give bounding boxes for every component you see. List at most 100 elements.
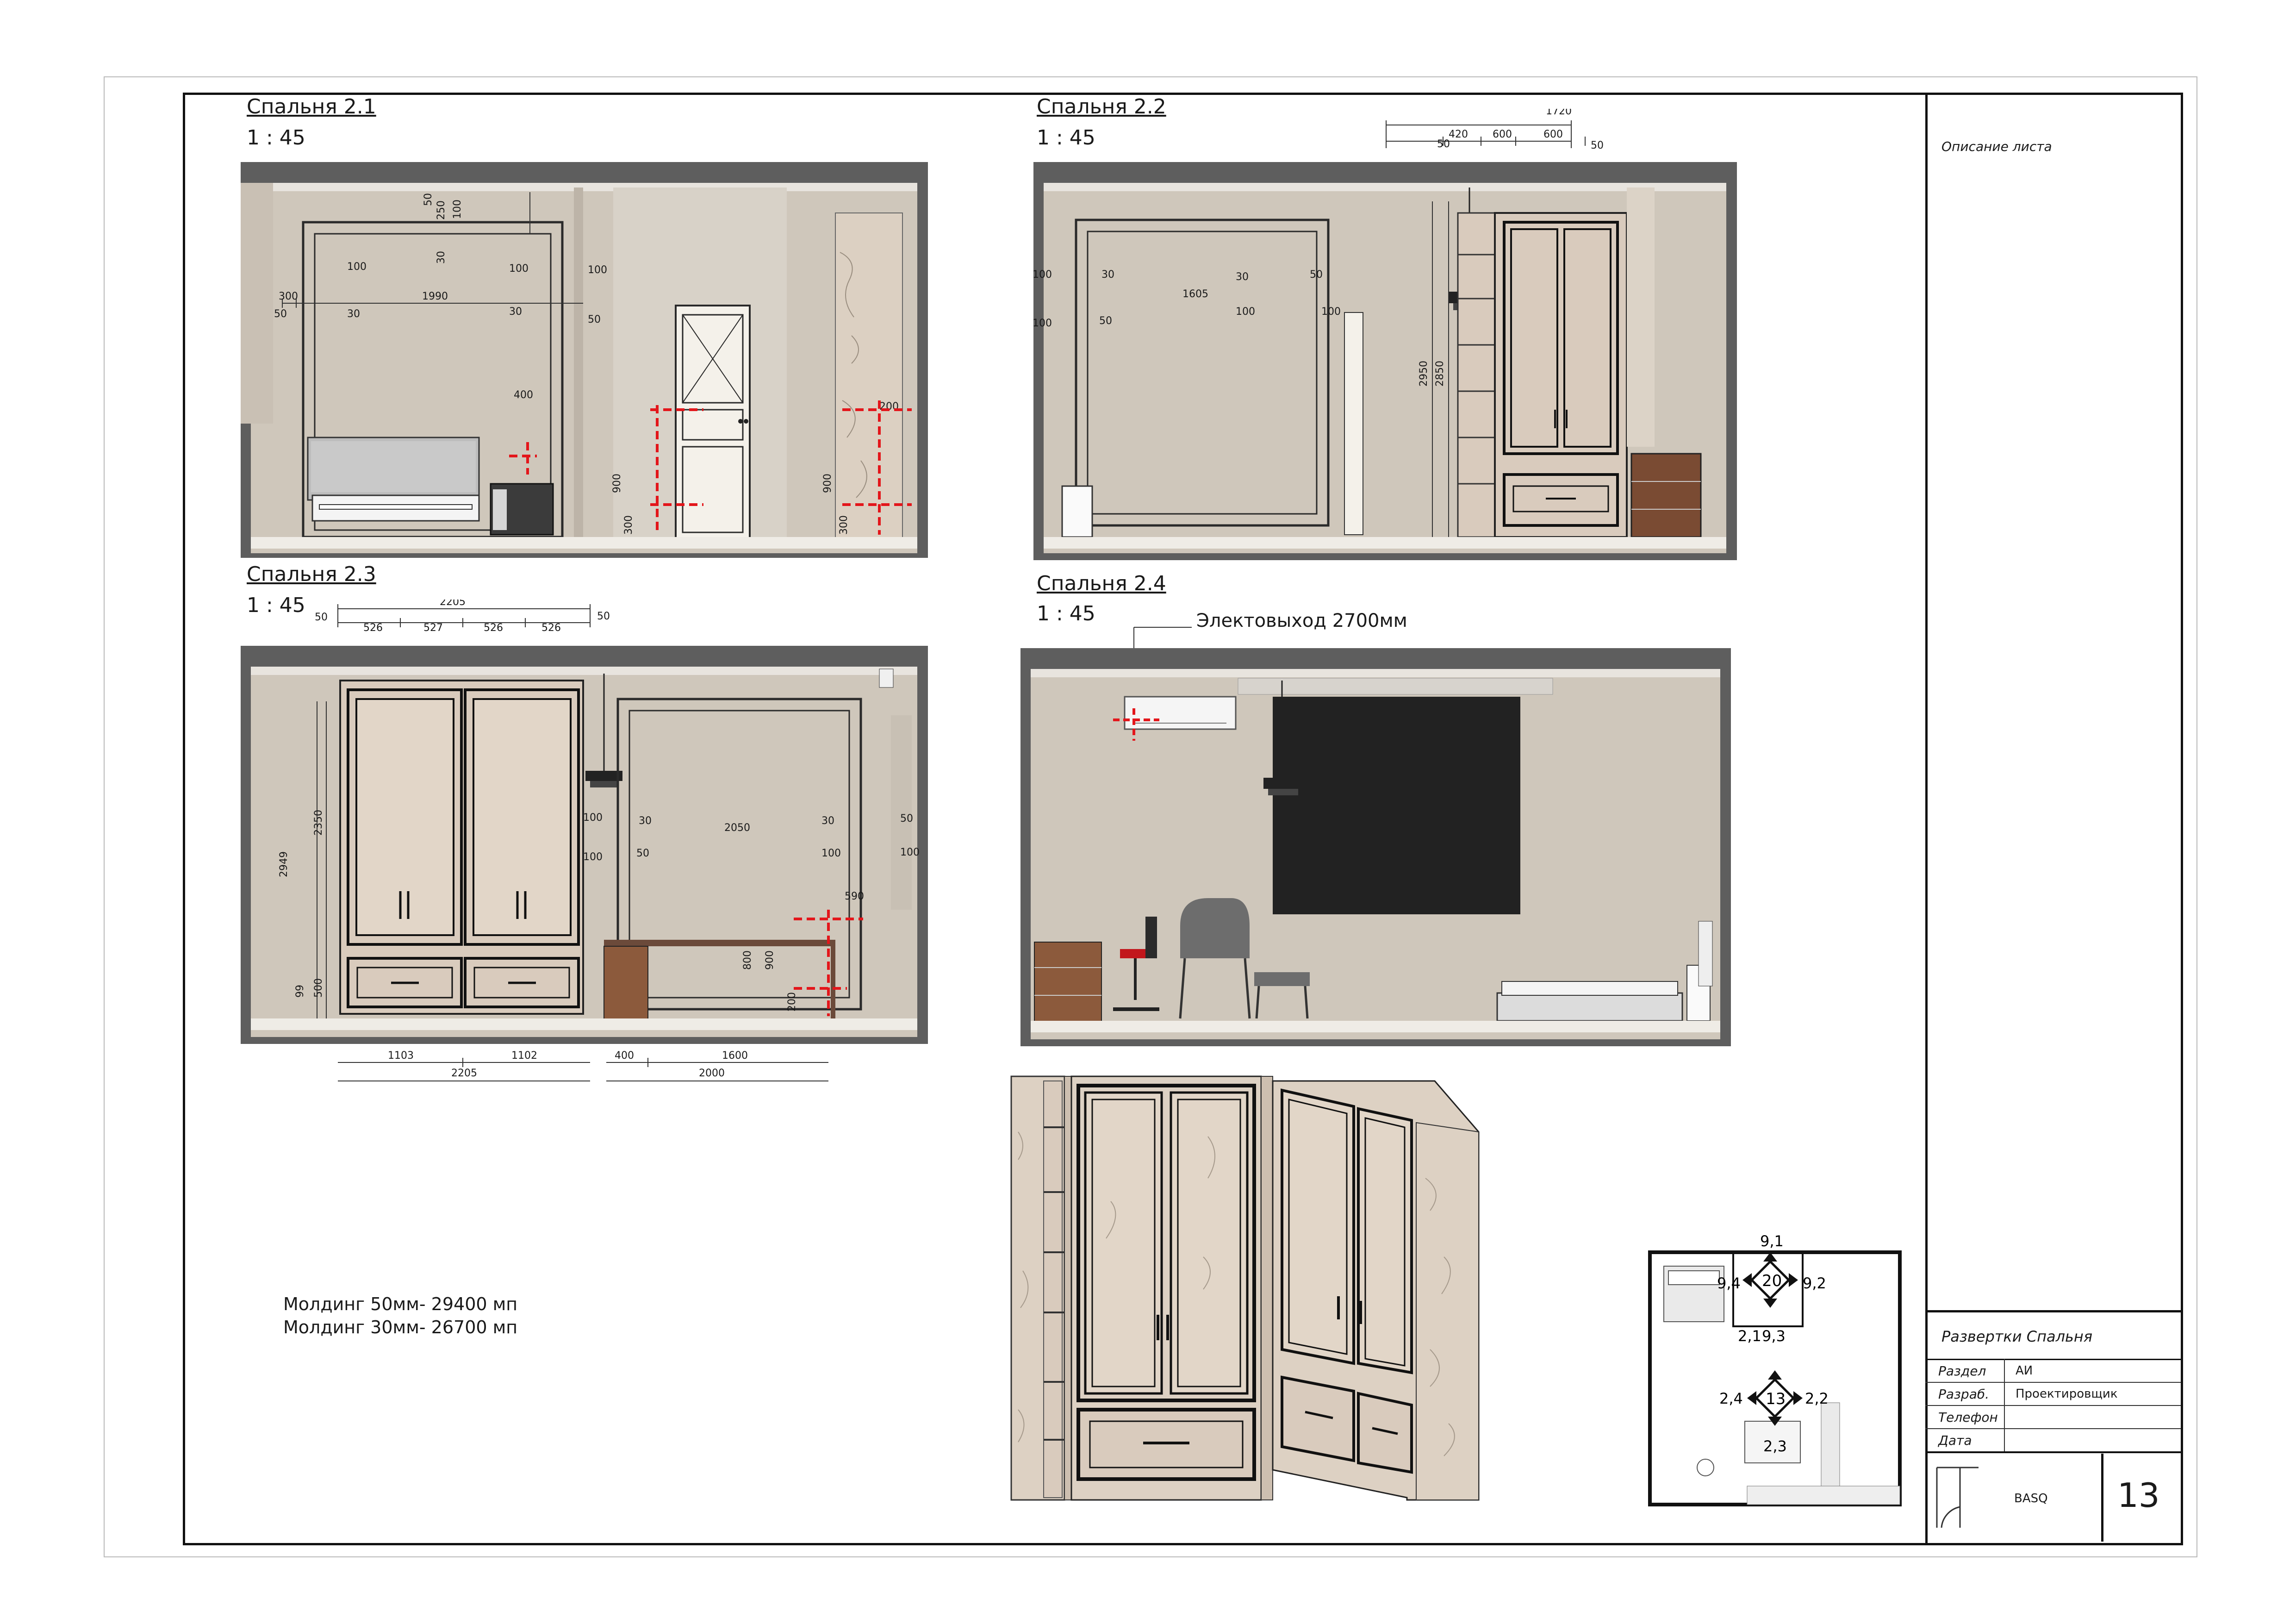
dim-100: 100 [1033, 318, 1052, 329]
title-block-rows: Раздел АИ Разраб. Проектировщик Телефон … [1925, 1359, 2181, 1453]
row-date: Дата [1925, 1428, 2181, 1453]
keyplan-label-2-4: 2,4 [1719, 1390, 1743, 1407]
key-plan: 9,1 9,4 20 9,2 2,1 9,3 2,4 13 2,2 2,3 [1648, 1232, 1902, 1506]
view-title-2-1: Спальня 2.1 [247, 95, 376, 119]
dim-100: 100 [452, 200, 463, 219]
keyplan-label-2-3: 2,3 [1763, 1437, 1787, 1455]
dim-300: 300 [838, 515, 850, 535]
sheet-number-divider [2101, 1454, 2103, 1542]
dim-2205: 2205 [451, 1068, 477, 1079]
dim-300: 300 [279, 291, 298, 302]
dim-2949: 2949 [278, 851, 290, 877]
dim-250: 250 [436, 200, 447, 220]
dim-50: 50 [900, 813, 913, 824]
drawing-frame [183, 93, 2183, 1545]
dim-100: 100 [509, 263, 529, 275]
dim-50: 50 [315, 612, 328, 623]
row-divider [2004, 1382, 2005, 1405]
dim-50: 50 [636, 848, 649, 859]
row-value: Проектировщик [2016, 1387, 2118, 1401]
row-value: АИ [2016, 1364, 2033, 1378]
dim-526: 526 [484, 622, 503, 634]
dim-50: 50 [423, 193, 434, 206]
view-title-2-4: Спальня 2.4 [1037, 572, 1166, 595]
keyplan-label-2-2: 2,2 [1805, 1390, 1829, 1407]
dim-100: 100 [583, 851, 603, 863]
keyplan-label-9-2: 9,2 [1803, 1274, 1826, 1292]
keyplan-label-2-1: 2,1 [1738, 1327, 1761, 1345]
sheet-number: 13 [2117, 1476, 2160, 1515]
dim-1103: 1103 [388, 1050, 414, 1062]
corner-wardrobe-3d [1010, 1075, 1480, 1501]
dim-527: 527 [423, 622, 443, 634]
title-block [1925, 1310, 2181, 1543]
dim-30: 30 [347, 308, 360, 320]
dim-50: 50 [274, 308, 287, 320]
dim-30: 30 [639, 815, 652, 827]
dim-2850: 2850 [1434, 361, 1446, 387]
dim-50: 50 [1437, 138, 1450, 150]
dim-400: 400 [615, 1050, 634, 1062]
title-block-rule [1925, 1359, 2181, 1360]
row-label: Телефон [1938, 1410, 1998, 1425]
dim-1990: 1990 [422, 291, 448, 302]
keyplan-label-9-4: 9,4 [1717, 1274, 1741, 1292]
dim-100: 100 [347, 261, 367, 273]
dim-526: 526 [541, 622, 561, 634]
logo-text: BASQ [2014, 1492, 2048, 1505]
title-block-divider [1925, 93, 1928, 1543]
dim-500: 500 [313, 978, 324, 998]
dim-1600: 1600 [722, 1050, 748, 1062]
view-scale-2-2: 1 : 45 [1037, 126, 1095, 150]
dim-50: 50 [588, 314, 601, 325]
dim-99: 99 [294, 985, 306, 998]
dim-600: 600 [1543, 129, 1563, 140]
dim-30: 30 [821, 815, 834, 827]
view-title-2-3: Спальня 2.3 [247, 562, 376, 586]
elevation-2-3: 2205 50 50 526 527 526 526 2949 2350 99 … [241, 600, 928, 1081]
dim-50: 50 [597, 611, 610, 622]
dim-600: 600 [1493, 129, 1512, 140]
dim-420: 420 [1449, 129, 1468, 140]
dim-100: 100 [583, 812, 603, 824]
row-section: Раздел АИ [1925, 1359, 2181, 1383]
row-divider [2004, 1359, 2005, 1382]
dim-1605: 1605 [1182, 288, 1208, 300]
dim-100: 100 [1321, 306, 1341, 318]
dim-50: 50 [1591, 140, 1604, 151]
elevation-2-4 [1020, 627, 1731, 1046]
dim-100: 100 [1033, 269, 1052, 281]
dim-2205: 2205 [440, 600, 466, 608]
dim-200: 200 [786, 992, 798, 1012]
row-divider [2004, 1405, 2005, 1428]
dim-100: 100 [821, 848, 841, 859]
dim-50: 50 [1099, 315, 1112, 327]
dim-30: 30 [509, 306, 522, 318]
dim-900: 900 [611, 474, 623, 493]
elevation-2-2: 1720 50 420 600 600 50 1605 100 100 30 5… [1033, 109, 1737, 560]
view-scale-2-4: 1 : 45 [1037, 602, 1095, 625]
dim-2350: 2350 [313, 810, 324, 836]
dim-50: 50 [1310, 269, 1323, 281]
dim-526: 526 [363, 622, 383, 634]
dim-30: 30 [436, 251, 447, 264]
row-phone: Телефон [1925, 1405, 2181, 1429]
row-label: Разраб. [1938, 1387, 1990, 1402]
view-scale-2-3: 1 : 45 [247, 593, 305, 617]
keyplan-label-9-1: 9,1 [1760, 1232, 1784, 1250]
keyplan-label-9-3: 9,3 [1762, 1327, 1786, 1345]
basq-logo-icon [1936, 1467, 1979, 1528]
molding-note-50: Молдинг 50мм- 29400 мп [283, 1294, 518, 1314]
dim-800: 800 [742, 950, 753, 970]
dim-2050: 2050 [724, 822, 750, 834]
view-title-2-2: Спальня 2.2 [1037, 95, 1166, 119]
sheet-outer-border [104, 76, 2197, 1557]
molding-note-30: Молдинг 30мм- 26700 мп [283, 1317, 518, 1337]
view-scale-2-1: 1 : 45 [247, 126, 305, 150]
dim-1720: 1720 [1546, 109, 1572, 117]
dim-100: 100 [1236, 306, 1255, 318]
dim-300: 300 [623, 515, 635, 535]
keyplan-label-20: 20 [1762, 1272, 1782, 1290]
row-developer: Разраб. Проектировщик [1925, 1382, 2181, 1406]
row-label: Раздел [1938, 1363, 1986, 1379]
